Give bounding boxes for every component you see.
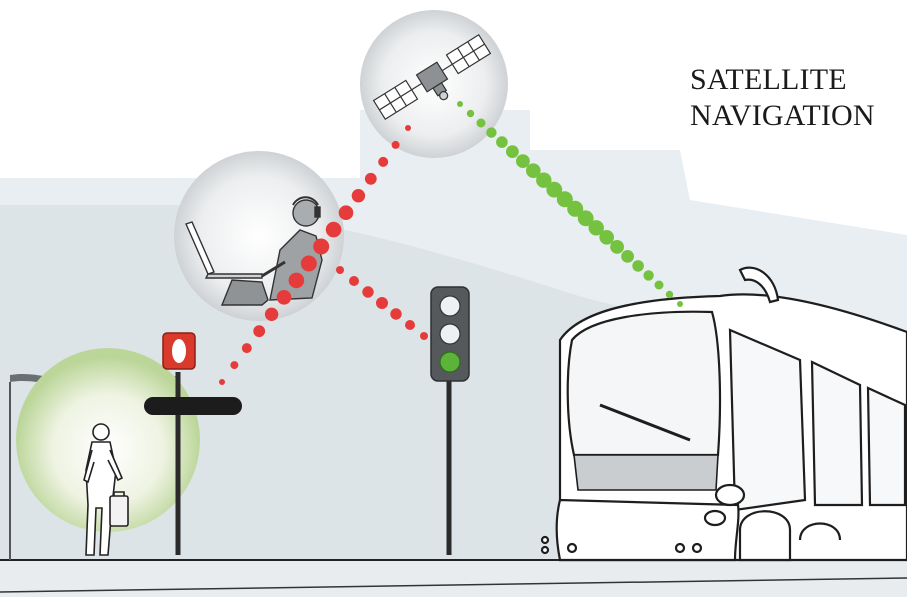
green-signal-dot <box>506 145 519 158</box>
green-signal-dot <box>621 250 634 263</box>
red-signal-dot <box>365 173 377 185</box>
caption-line-2: NAVIGATION <box>690 98 900 134</box>
diagram-caption: SATELLITE NAVIGATION <box>690 62 900 134</box>
red-signal-dot <box>405 125 411 131</box>
green-signal-dot <box>496 136 508 148</box>
red-signal-dot <box>230 361 238 369</box>
red-signal-dot <box>253 325 265 337</box>
green-signal-dot <box>477 119 486 128</box>
green-signal-dot <box>677 301 683 307</box>
green-signal-dot <box>599 230 614 245</box>
red-signal-dot <box>265 308 278 321</box>
road <box>0 560 907 597</box>
green-signal-dot <box>610 240 624 254</box>
red-signal-dot <box>362 286 373 297</box>
red-signal-dot <box>313 239 329 255</box>
red-signal-dot <box>405 320 415 330</box>
red-signal-dot <box>219 379 225 385</box>
green-signal-dot <box>655 281 664 290</box>
red-signal-dot <box>277 290 292 305</box>
red-signal-dot <box>390 308 401 319</box>
green-signal-dot <box>486 127 496 137</box>
bus-grille <box>574 455 718 490</box>
passenger-bubble <box>174 151 344 321</box>
satellite-bubble <box>360 10 508 158</box>
red-signal-dot <box>352 189 365 202</box>
green-signal-dot <box>643 270 653 280</box>
red-signal-dot <box>326 222 342 238</box>
red-signal-dot <box>336 266 344 274</box>
red-signal-dot <box>339 205 354 220</box>
red-signal-dot <box>349 276 359 286</box>
red-signal-dot <box>301 256 317 272</box>
green-signal-dot <box>516 154 530 168</box>
caption-line-1: SATELLITE <box>690 62 900 98</box>
green-signal-dot <box>666 291 673 298</box>
bus-windshield <box>568 312 720 455</box>
green-signal-dot <box>467 110 474 117</box>
red-signal-dot <box>242 343 252 353</box>
red-signal-dot <box>392 141 400 149</box>
green-signal-dot <box>457 101 463 107</box>
red-signal-dot <box>378 157 388 167</box>
red-signal-dot <box>289 273 305 289</box>
red-signal-dot <box>376 297 388 309</box>
red-signal-dot <box>420 332 428 340</box>
green-signal-dot <box>632 260 644 272</box>
